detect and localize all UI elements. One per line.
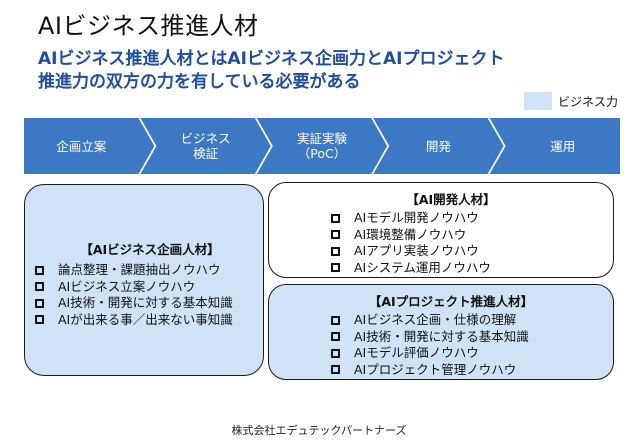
process-step-label: ビジネス 検証 (180, 131, 231, 161)
checkbox-square-icon (331, 246, 340, 256)
skill-item: AI技術・開発に対する基本知識 (331, 329, 571, 346)
project-heading: 【AIプロジェクト推進人材】 (368, 294, 534, 309)
checkbox-square-icon (35, 298, 44, 308)
legend: ビジネス力 (523, 92, 618, 110)
checkbox-square-icon (35, 265, 44, 275)
checkbox-square-icon (331, 213, 340, 223)
skill-item: AI環境整備ノウハウ (331, 227, 571, 244)
skill-item-label: AIモデル評価ノウハウ (354, 345, 479, 360)
checkbox-square-icon (35, 282, 44, 292)
skill-item: AI技術・開発に対する基本知識 (35, 295, 265, 312)
legend-label: ビジネス力 (557, 94, 618, 109)
process-step-label: 実証実験 （PoC） (296, 131, 347, 161)
process-step-label: 運用 (550, 138, 576, 154)
skill-item-label: AIシステム運用ノウハウ (354, 259, 491, 275)
process-step-label: 開発 (425, 138, 451, 154)
process-step-chevron (489, 118, 620, 174)
skill-item: AIシステム運用ノウハウ (331, 260, 571, 277)
checkbox-square-icon (331, 332, 340, 342)
skill-item: AIプロジェクト管理ノウハウ (331, 362, 571, 379)
skill-item-label: AI技術・開発に対する基本知識 (354, 328, 529, 344)
slide-title: AIビジネス推進人材 (38, 12, 259, 40)
company-footer: 株式会社エデュテックパートナーズ (231, 424, 407, 437)
process-step-label: 企画立案 (56, 138, 107, 154)
skill-item-label: AIビジネス企画・仕様の理解 (354, 312, 517, 327)
skill-item-label: AIモデル開発ノウハウ (354, 210, 479, 225)
skill-item-label: AIプロジェクト管理ノウハウ (354, 361, 517, 377)
checkbox-square-icon (331, 348, 340, 358)
skill-item: AIモデル評価ノウハウ (331, 345, 571, 362)
checkbox-square-icon (331, 365, 340, 375)
skill-item: AIが出来る事／出来ない事知識 (35, 312, 265, 329)
process-flow-chevrons (24, 118, 620, 174)
skill-item: AIモデル開発ノウハウ (331, 210, 571, 227)
skill-item: AIビジネス立案ノウハウ (35, 279, 265, 296)
skill-item-label: 論点整理・課題抽出ノウハウ (58, 262, 221, 277)
skill-item: AIアプリ実装ノウハウ (331, 243, 571, 260)
checkbox-square-icon (331, 263, 340, 273)
skill-item-label: AIが出来る事／出来ない事知識 (58, 311, 233, 327)
checkbox-square-icon (35, 315, 44, 325)
planning-heading: 【AIビジネス企画人材】 (80, 242, 220, 257)
development-heading: 【AI開発人材】 (406, 192, 496, 207)
checkbox-square-icon (331, 315, 340, 325)
skill-item-label: AI環境整備ノウハウ (354, 226, 467, 242)
process-step-chevron (256, 118, 388, 174)
checkbox-square-icon (331, 230, 340, 240)
process-step-chevron (140, 118, 271, 174)
process-flow: 企画立案 ビジネス 検証 実証実験 （PoC） 開発 運用 (24, 118, 620, 174)
process-step-chevron (373, 118, 504, 174)
process-step-chevron (24, 118, 155, 174)
skill-item: 論点整理・課題抽出ノウハウ (35, 262, 265, 279)
skill-item-label: AI技術・開発に対する基本知識 (58, 295, 233, 310)
slide-subtitle: AIビジネス推進人材とはAIビジネス企画力とAIプロジェクト 推進力の双方の力を… (38, 49, 505, 92)
skill-item-label: AIアプリ実装ノウハウ (354, 243, 479, 258)
skill-item: AIビジネス企画・仕様の理解 (331, 312, 571, 329)
skill-item-label: AIビジネス立案ノウハウ (58, 278, 196, 294)
legend-swatch (523, 92, 552, 110)
